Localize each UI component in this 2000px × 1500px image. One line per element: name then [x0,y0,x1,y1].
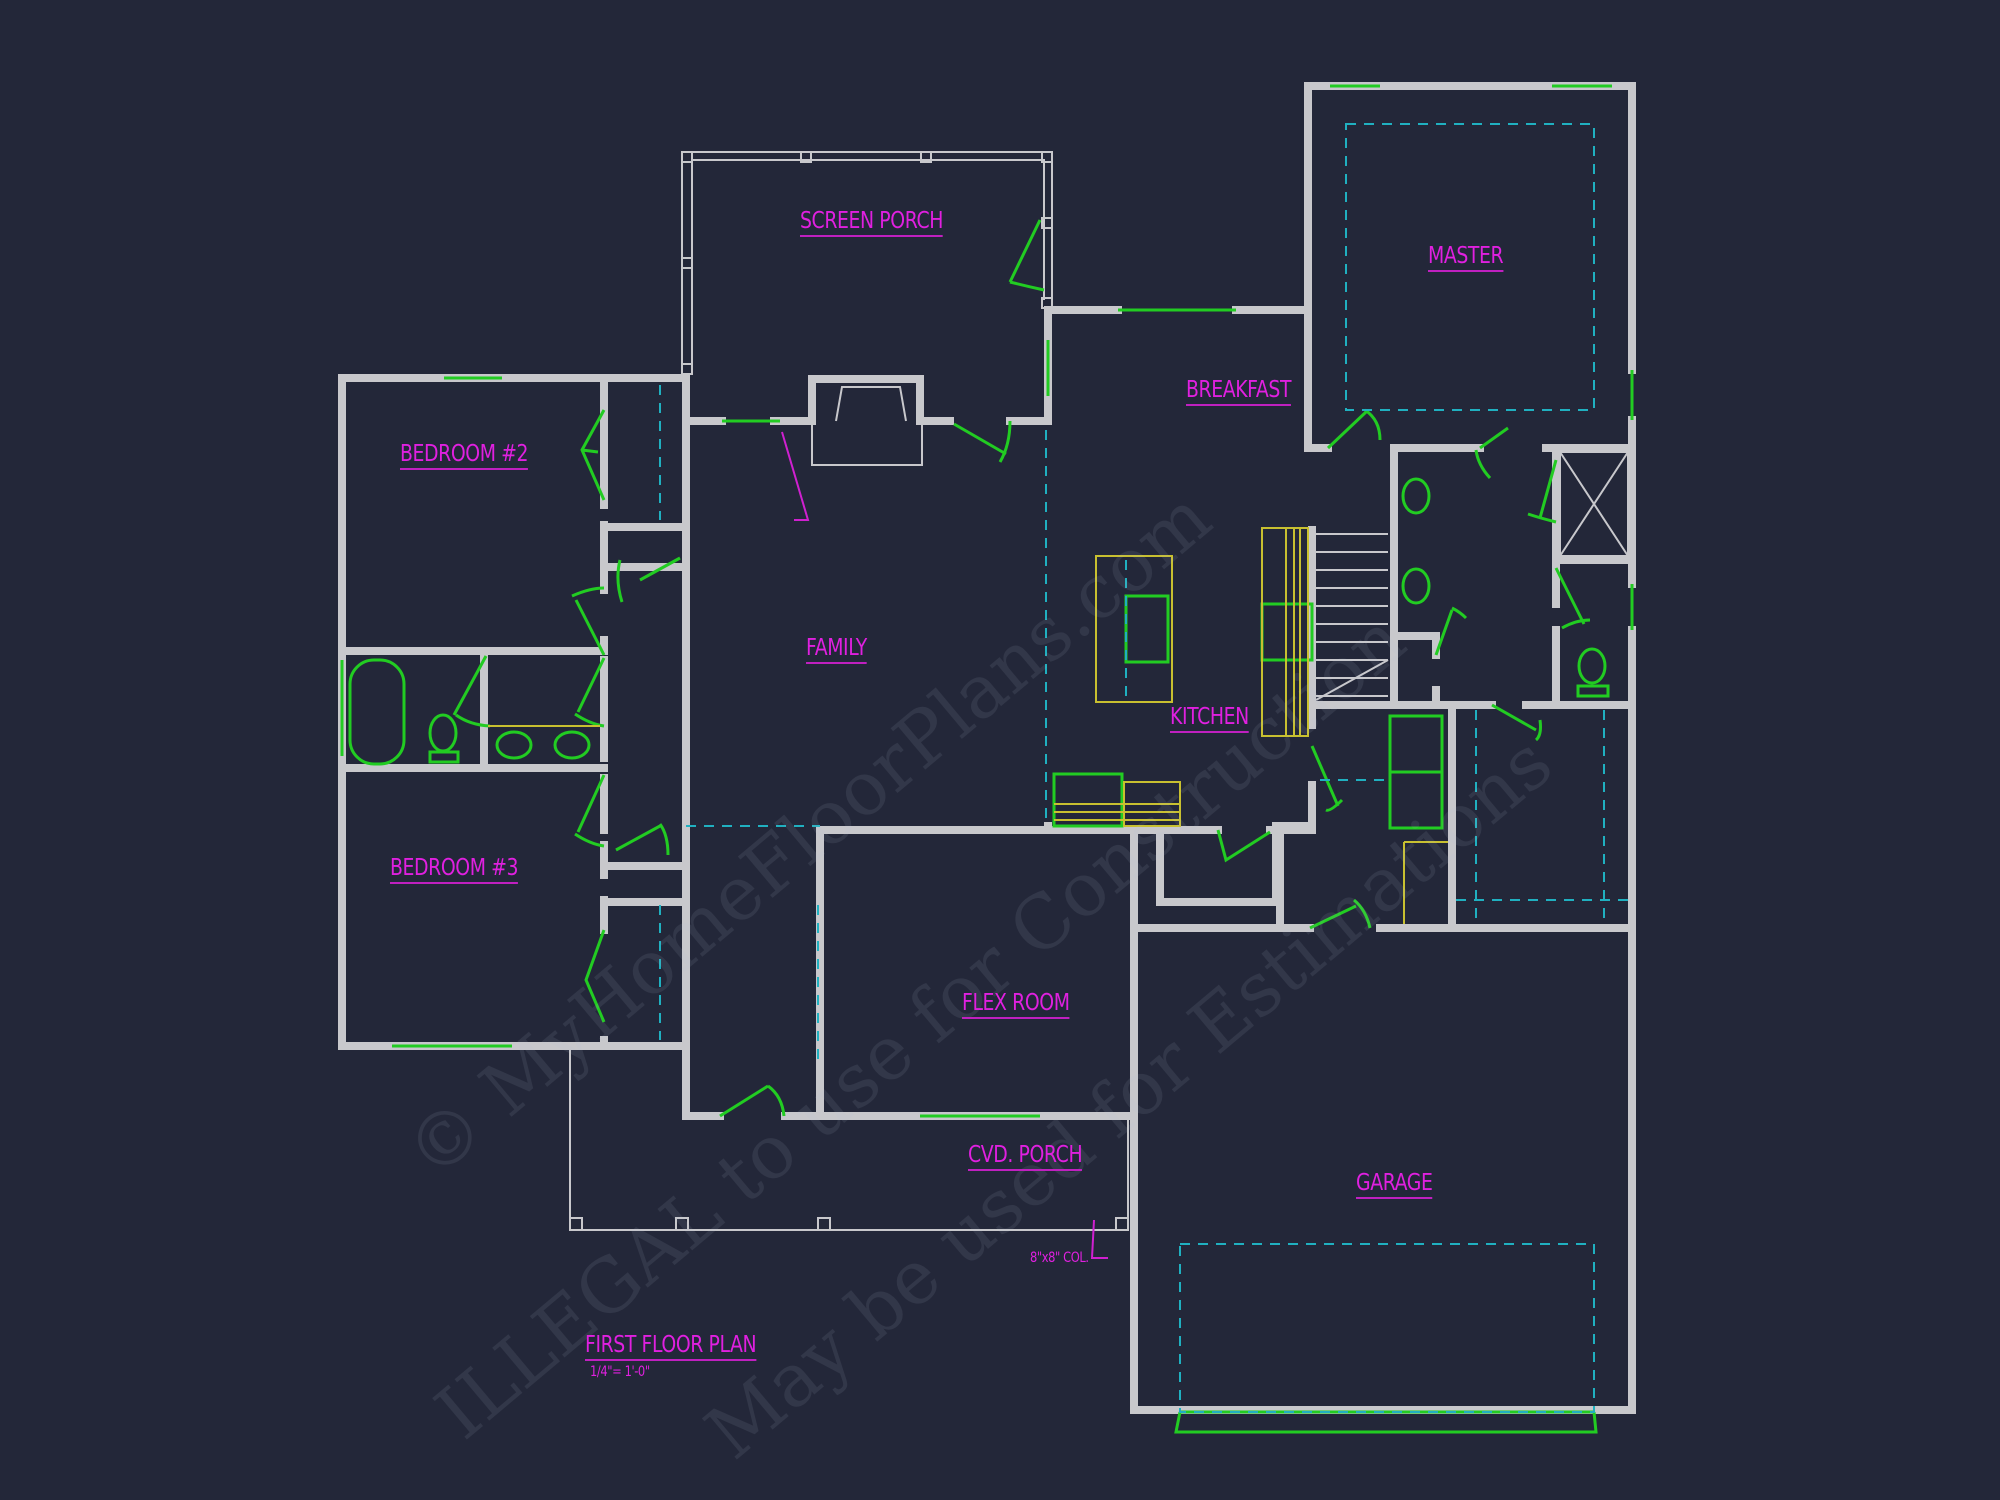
room-label-master: MASTER [1428,243,1504,272]
room-label-garage: GARAGE [1356,1170,1433,1199]
room-label-kitchen: KITCHEN [1170,704,1249,733]
room-label-flex-room: FLEX ROOM [962,990,1070,1019]
room-label-screen-porch: SCREEN PORCH [800,208,943,237]
cabinets [488,527,1448,924]
room-label-bedroom-2: BEDROOM #2 [400,441,529,470]
dashed-lines [659,123,1632,1413]
walls [338,82,1636,1414]
room-label-cvd-porch: CVD. PORCH [968,1142,1083,1171]
plan-title: FIRST FLOOR PLAN [585,1332,757,1361]
column-note: 8"x8" COL. [1030,1250,1089,1266]
room-label-bedroom-3: BEDROOM #3 [390,855,519,884]
plan-scale: 1/4"= 1'-0" [590,1364,650,1380]
doors-windows [340,84,1634,1434]
screen-porch-outline [569,151,1629,1231]
room-label-family: FAMILY [806,635,867,664]
room-label-breakfast: BREAKFAST [1186,377,1291,406]
